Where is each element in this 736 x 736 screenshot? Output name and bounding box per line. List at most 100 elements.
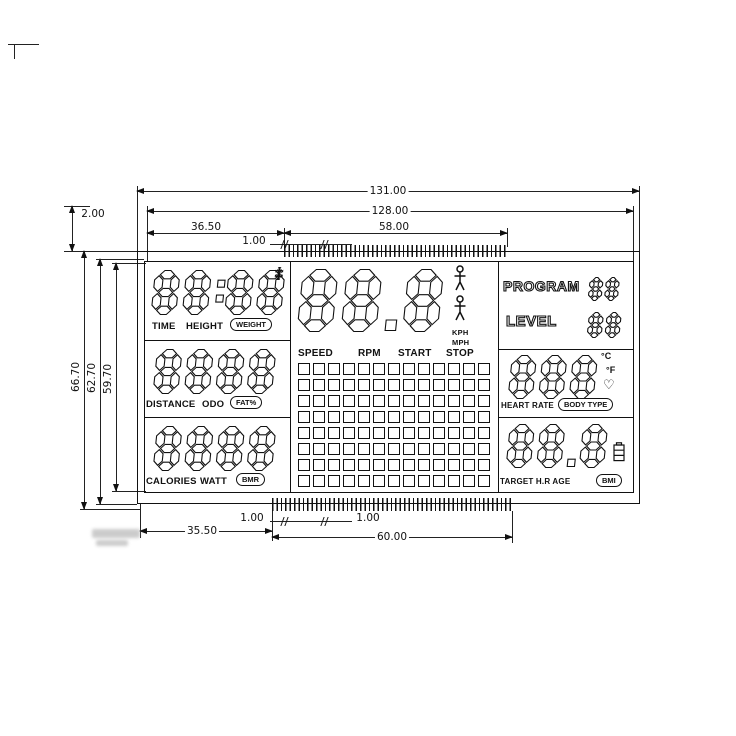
row-divider xyxy=(498,417,634,419)
matrix-cell xyxy=(448,459,460,471)
start-label: START xyxy=(398,348,432,359)
matrix-cell xyxy=(418,395,430,407)
matrix-cell xyxy=(388,459,400,471)
extension-line xyxy=(96,504,137,505)
matrix-cell xyxy=(418,475,430,487)
calories-label: CALORIES xyxy=(146,476,197,487)
matrix-cell xyxy=(373,459,385,471)
matrix-cell xyxy=(358,363,370,375)
matrix-cell xyxy=(433,443,445,455)
dot-matrix xyxy=(298,363,490,487)
matrix-cell xyxy=(373,475,385,487)
time-aux-digit xyxy=(272,266,286,281)
battery-icon xyxy=(613,442,625,462)
dim-label-mid-height: 62.70 xyxy=(86,360,98,396)
mph-unit: MPH xyxy=(452,338,470,347)
matrix-cell xyxy=(358,379,370,391)
matrix-cell xyxy=(373,379,385,391)
matrix-cell xyxy=(448,411,460,423)
matrix-cell xyxy=(298,459,310,471)
extension-line xyxy=(80,509,140,510)
frame-tick-left xyxy=(14,44,15,59)
matrix-cell xyxy=(433,363,445,375)
matrix-cell xyxy=(478,459,490,471)
matrix-cell xyxy=(298,475,310,487)
extension-line xyxy=(64,251,137,252)
matrix-cell xyxy=(313,475,325,487)
matrix-cell xyxy=(358,411,370,423)
dim-line-edge-gap xyxy=(69,205,75,252)
matrix-cell xyxy=(403,395,415,407)
extension-line xyxy=(507,228,508,247)
level-label: LEVEL xyxy=(505,313,557,330)
dim-line-inner-height xyxy=(113,262,119,492)
speed-digits xyxy=(294,268,455,333)
matrix-cell xyxy=(328,395,340,407)
bmi-badge: BMI xyxy=(596,474,622,487)
dim-line-mid-height xyxy=(97,258,103,505)
matrix-cell xyxy=(388,395,400,407)
matrix-cell xyxy=(463,443,475,455)
matrix-cell xyxy=(328,443,340,455)
matrix-cell xyxy=(328,411,340,423)
matrix-cell xyxy=(448,395,460,407)
pin-pitch-marks-top xyxy=(270,240,352,249)
matrix-cell xyxy=(313,379,325,391)
matrix-cell xyxy=(463,379,475,391)
body-type-badge: BODY TYPE xyxy=(558,398,614,411)
rpm-label: RPM xyxy=(358,348,381,359)
matrix-cell xyxy=(478,427,490,439)
matrix-cell xyxy=(343,379,355,391)
lcd-display-area xyxy=(144,261,634,493)
extension-line xyxy=(137,186,138,251)
matrix-cell xyxy=(433,395,445,407)
dim-label-pin-pitch-bottom-a: 1.00 xyxy=(238,512,266,524)
matrix-cell xyxy=(313,363,325,375)
matrix-cell xyxy=(463,427,475,439)
matrix-cell xyxy=(403,475,415,487)
pin-pitch-marks-bottom xyxy=(270,517,352,526)
matrix-cell xyxy=(328,475,340,487)
matrix-cell xyxy=(448,363,460,375)
dim-label-outer-height: 66.70 xyxy=(70,359,82,395)
matrix-cell xyxy=(298,443,310,455)
matrix-cell xyxy=(478,379,490,391)
matrix-cell xyxy=(298,395,310,407)
odo-label: ODO xyxy=(202,399,225,410)
faint-watermark xyxy=(92,529,140,538)
heart-rate-label: HEART RATE xyxy=(501,401,554,410)
kph-unit: KPH xyxy=(452,328,469,337)
extension-line xyxy=(140,504,141,538)
matrix-cell xyxy=(298,379,310,391)
matrix-cell xyxy=(433,459,445,471)
matrix-cell xyxy=(448,379,460,391)
matrix-cell xyxy=(358,427,370,439)
dim-label-overall-width: 131.00 xyxy=(367,185,409,197)
matrix-cell xyxy=(343,427,355,439)
matrix-cell xyxy=(313,395,325,407)
matrix-cell xyxy=(343,395,355,407)
matrix-cell xyxy=(313,411,325,423)
matrix-cell xyxy=(403,411,415,423)
matrix-cell xyxy=(343,411,355,423)
matrix-cell xyxy=(343,475,355,487)
extension-line xyxy=(284,228,285,247)
matrix-cell xyxy=(313,427,325,439)
dim-line-pin-span-top xyxy=(283,230,508,236)
matrix-cell xyxy=(463,363,475,375)
matrix-cell xyxy=(313,443,325,455)
fat-badge: FAT% xyxy=(230,396,263,409)
time-label: TIME xyxy=(152,321,176,332)
dim-line-left-span xyxy=(146,230,285,236)
dim-line-outer-height xyxy=(81,250,87,510)
column-divider xyxy=(290,261,292,493)
extension-line xyxy=(64,206,90,207)
matrix-cell xyxy=(358,475,370,487)
row-divider xyxy=(144,340,291,342)
row-divider xyxy=(144,417,291,419)
matrix-cell xyxy=(313,459,325,471)
matrix-cell xyxy=(478,475,490,487)
matrix-cell xyxy=(328,427,340,439)
extension-line xyxy=(112,491,146,492)
program-label: PROGRAM xyxy=(502,278,580,294)
